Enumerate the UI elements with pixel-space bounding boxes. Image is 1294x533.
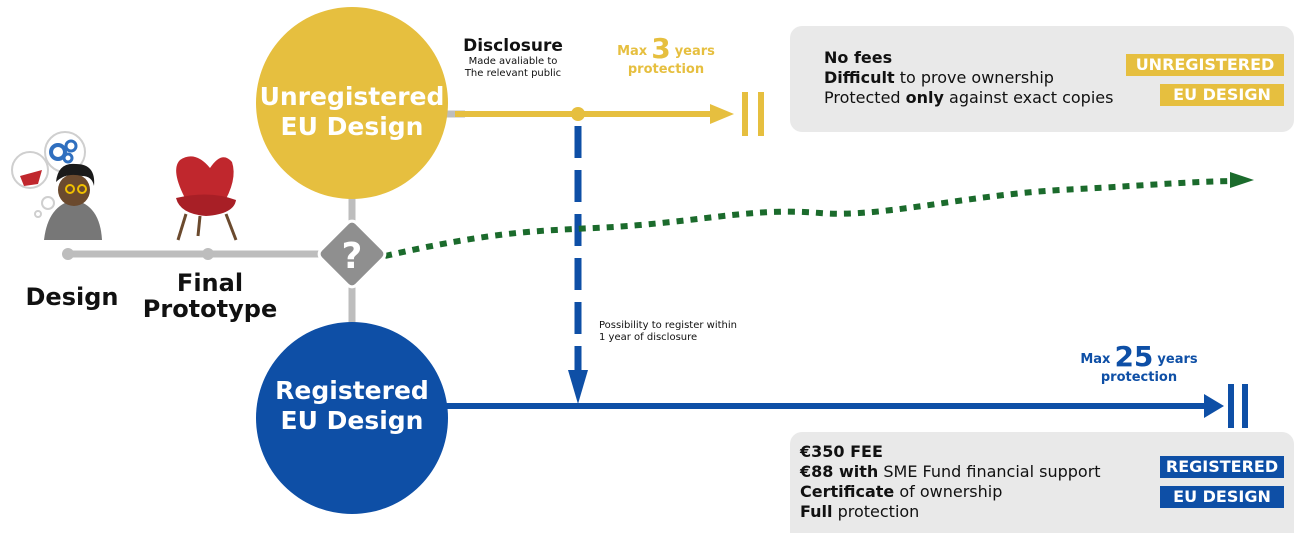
reg-info-sme: SME Fund financial support [878, 462, 1101, 481]
prototype-node [202, 248, 214, 260]
reg-info-ownership: of ownership [894, 482, 1003, 501]
max25-number: 25 [1114, 340, 1154, 373]
final-prototype-label: Final Prototype [140, 270, 280, 322]
unreg-info-protected: Protected [824, 88, 906, 107]
unregistered-circle-title: Unregistered EU Design [256, 82, 448, 142]
final-label-line1: Final [176, 269, 244, 297]
unreg-info-ownership: to prove ownership [894, 68, 1054, 87]
unregistered-tag-line1: UNREGISTERED [1126, 54, 1284, 76]
disclosure-line2: The relevant public [464, 68, 562, 79]
person-thinking-icon [10, 131, 110, 240]
unregistered-title-line2: EU Design [280, 112, 424, 141]
register-note-line2: 1 year of disclosure [599, 332, 698, 343]
unregistered-info-text: No fees Difficult to prove ownership Pro… [824, 48, 1113, 108]
registered-arrow-head [1204, 394, 1224, 418]
max25-prefix: Max [1080, 352, 1111, 367]
design-node [62, 248, 74, 260]
registered-title-line2: EU Design [280, 406, 424, 435]
register-window-note: Possibility to register within 1 year of… [599, 320, 737, 344]
unregistered-tag-line2: EU DESIGN [1160, 84, 1284, 106]
red-chair-icon [176, 156, 238, 241]
registered-title-line1: Registered [275, 376, 429, 405]
registered-end-bar-2 [1242, 384, 1248, 428]
reg-info-88: €88 with [800, 462, 879, 481]
unreg-info-only: only [905, 88, 944, 107]
reg-info-protection: protection [832, 502, 920, 521]
unreg-info-no-fees: No fees [824, 48, 893, 67]
max3-prefix: Max [617, 44, 648, 59]
max25-unit: years [1157, 352, 1198, 367]
registered-end-bar-1 [1228, 384, 1234, 428]
disclosure-node [571, 107, 585, 121]
decision-diamond [317, 219, 387, 289]
unregistered-circle [256, 7, 448, 199]
registered-circle-title: Registered EU Design [256, 376, 448, 436]
registered-tag-line2: EU DESIGN [1160, 486, 1284, 508]
disclosure-title: Disclosure [463, 36, 563, 56]
unregistered-title-line1: Unregistered [259, 82, 445, 111]
unregistered-arrow-head [710, 104, 734, 124]
max25-suffix: protection [1100, 370, 1178, 385]
design-label: Design [25, 283, 119, 311]
unregistered-end-bar-2 [758, 92, 764, 136]
undecided-arrow-head [1230, 172, 1254, 188]
register-note-line1: Possibility to register within [599, 320, 737, 331]
max3-number: 3 [651, 32, 671, 65]
registered-info-box [790, 432, 1294, 533]
disclosure-block: Disclosure Made avaliable to The relevan… [446, 36, 580, 80]
max3-unit: years [674, 44, 715, 59]
reg-info-full: Full [800, 502, 833, 521]
unregistered-end-bar-1 [742, 92, 748, 136]
final-label-line2: Prototype [142, 295, 278, 323]
unregistered-info-box [790, 26, 1294, 132]
undecided-dotted-path [384, 178, 1233, 259]
registered-circle [256, 322, 448, 514]
reg-info-certificate: Certificate [800, 482, 895, 501]
unreg-info-difficult: Difficult [824, 68, 895, 87]
unreg-info-copies: against exact copies [943, 88, 1114, 107]
registered-tag-line1: REGISTERED [1160, 456, 1284, 478]
registered-info-text: €350 FEE €88 with SME Fund financial sup… [800, 442, 1101, 522]
gears-icon [49, 139, 78, 164]
decision-symbol: ? [342, 236, 363, 277]
register-window-arrow-head [568, 370, 588, 404]
max3-suffix: protection [627, 62, 705, 77]
reg-info-fee: €350 FEE [800, 442, 883, 461]
disclosure-line1: Made avaliable to [468, 56, 558, 67]
